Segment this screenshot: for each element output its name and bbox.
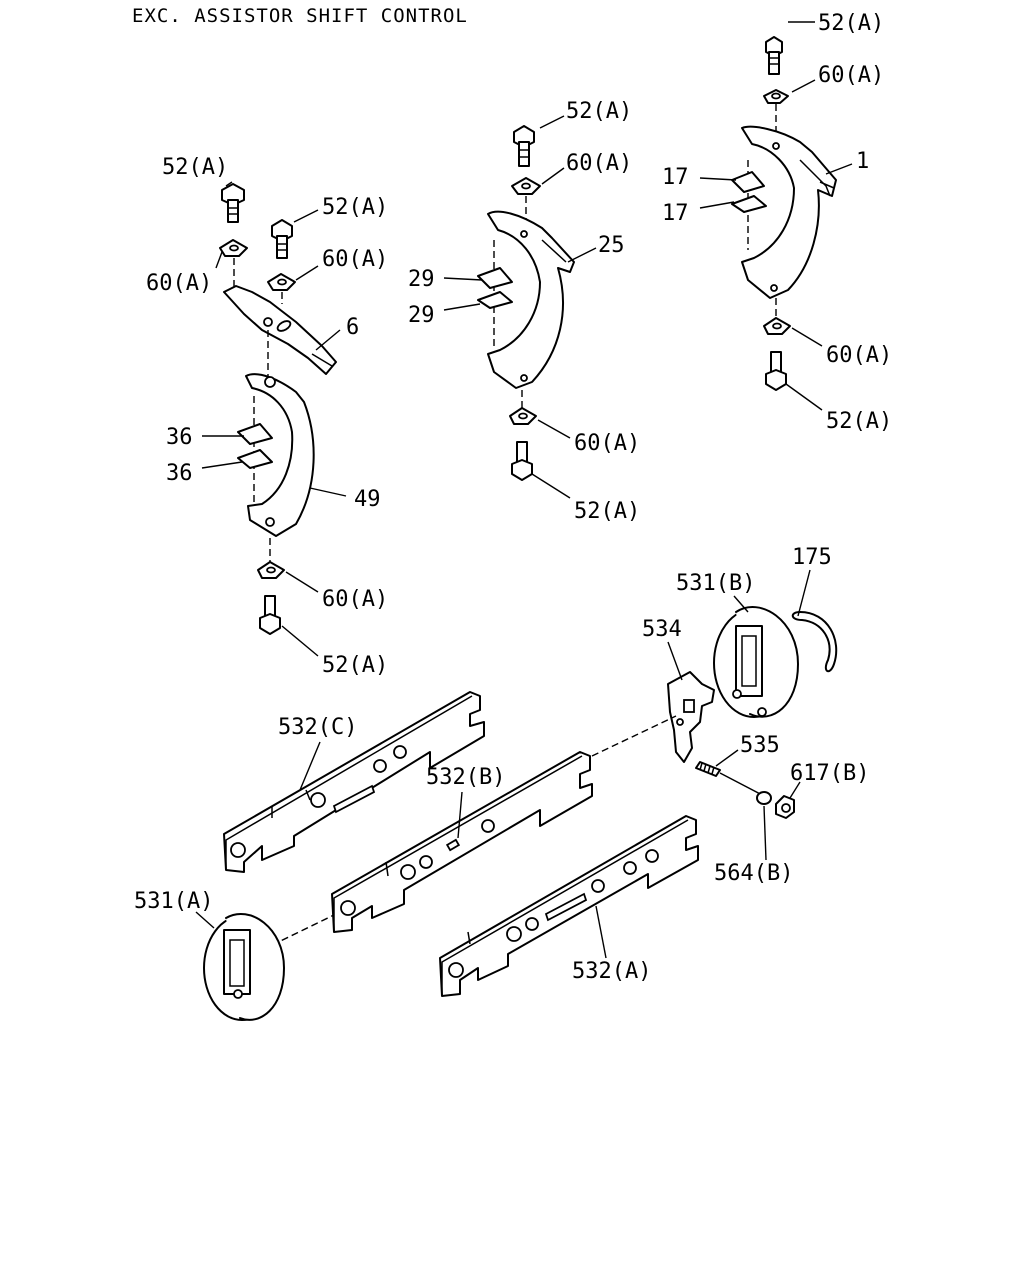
shift-rail-parts xyxy=(203,606,838,1021)
fork-assembly-25 xyxy=(477,125,575,481)
callout-17: 17 xyxy=(662,165,689,190)
callout-labels: 52(A) 60(A) 1 17 17 60(A) 52(A) 52(A) 60… xyxy=(134,11,892,984)
pad-17-lower xyxy=(731,195,767,213)
bolt-52a-top-left-a xyxy=(221,183,245,223)
bolt-52a-top-middle xyxy=(513,125,535,167)
callout-52a: 52(A) xyxy=(322,653,388,678)
callout-52a: 52(A) xyxy=(574,499,640,524)
diagram-title: EXC. ASSISTOR SHIFT CONTROL xyxy=(132,5,468,27)
callout-60a: 60(A) xyxy=(322,587,388,612)
callout-36: 36 xyxy=(166,425,193,450)
shift-rail-532b xyxy=(331,751,593,933)
callout-60a: 60(A) xyxy=(146,271,212,296)
callout-535: 535 xyxy=(740,733,780,758)
pad-29-upper xyxy=(477,267,513,289)
cam-disc-531b xyxy=(713,606,799,718)
bolt-52a-bottom-right xyxy=(765,351,787,391)
callout-52a: 52(A) xyxy=(818,11,884,36)
pad-36-upper xyxy=(237,423,273,445)
shift-fork-1 xyxy=(741,125,837,299)
shift-rail-532c xyxy=(223,691,485,873)
callout-531a: 531(A) xyxy=(134,889,213,914)
callout-52a: 52(A) xyxy=(162,155,228,180)
snap-ring-175 xyxy=(791,611,838,673)
bolt-52a-top-left-b xyxy=(271,219,293,259)
shift-fork-25 xyxy=(487,210,575,389)
cam-disc-531a xyxy=(203,913,285,1021)
pad-17-upper xyxy=(731,171,765,193)
pad-29-lower xyxy=(477,291,513,309)
fork-assembly-49 xyxy=(219,183,337,635)
o-ring-564b xyxy=(756,791,772,805)
callout-29: 29 xyxy=(408,303,435,328)
callout-52a: 52(A) xyxy=(322,195,388,220)
callout-564b: 564(B) xyxy=(714,861,793,886)
bolt-52a-bottom-middle xyxy=(511,441,533,481)
plug-617b xyxy=(775,795,795,819)
callout-175: 175 xyxy=(792,545,832,570)
leader-lines xyxy=(195,21,853,959)
callout-532c: 532(C) xyxy=(278,715,357,740)
callout-60a: 60(A) xyxy=(566,151,632,176)
callout-60a: 60(A) xyxy=(826,343,892,368)
callout-52a: 52(A) xyxy=(826,409,892,434)
callout-60a: 60(A) xyxy=(574,431,640,456)
callout-534: 534 xyxy=(642,617,682,642)
callout-25: 25 xyxy=(598,233,625,258)
callout-60a: 60(A) xyxy=(322,247,388,272)
callout-17: 17 xyxy=(662,201,689,226)
pad-36-lower xyxy=(237,449,273,469)
callout-36: 36 xyxy=(166,461,193,486)
selector-plate-534 xyxy=(667,671,715,763)
callout-52a: 52(A) xyxy=(566,99,632,124)
callout-6: 6 xyxy=(346,315,359,340)
callout-29: 29 xyxy=(408,267,435,292)
callout-532b: 532(B) xyxy=(426,765,505,790)
callout-532a: 532(A) xyxy=(572,959,651,984)
callout-617b: 617(B) xyxy=(790,761,869,786)
fork-assembly-1 xyxy=(731,36,837,391)
bolt-52a-bottom-left xyxy=(259,595,281,635)
callout-531b: 531(B) xyxy=(676,571,755,596)
bolt-52a-top-right xyxy=(765,36,783,75)
shift-rail-532a xyxy=(439,815,699,997)
callout-1: 1 xyxy=(856,149,869,174)
callout-60a: 60(A) xyxy=(818,63,884,88)
callout-49: 49 xyxy=(354,487,381,512)
shift-fork-49 xyxy=(245,373,315,537)
